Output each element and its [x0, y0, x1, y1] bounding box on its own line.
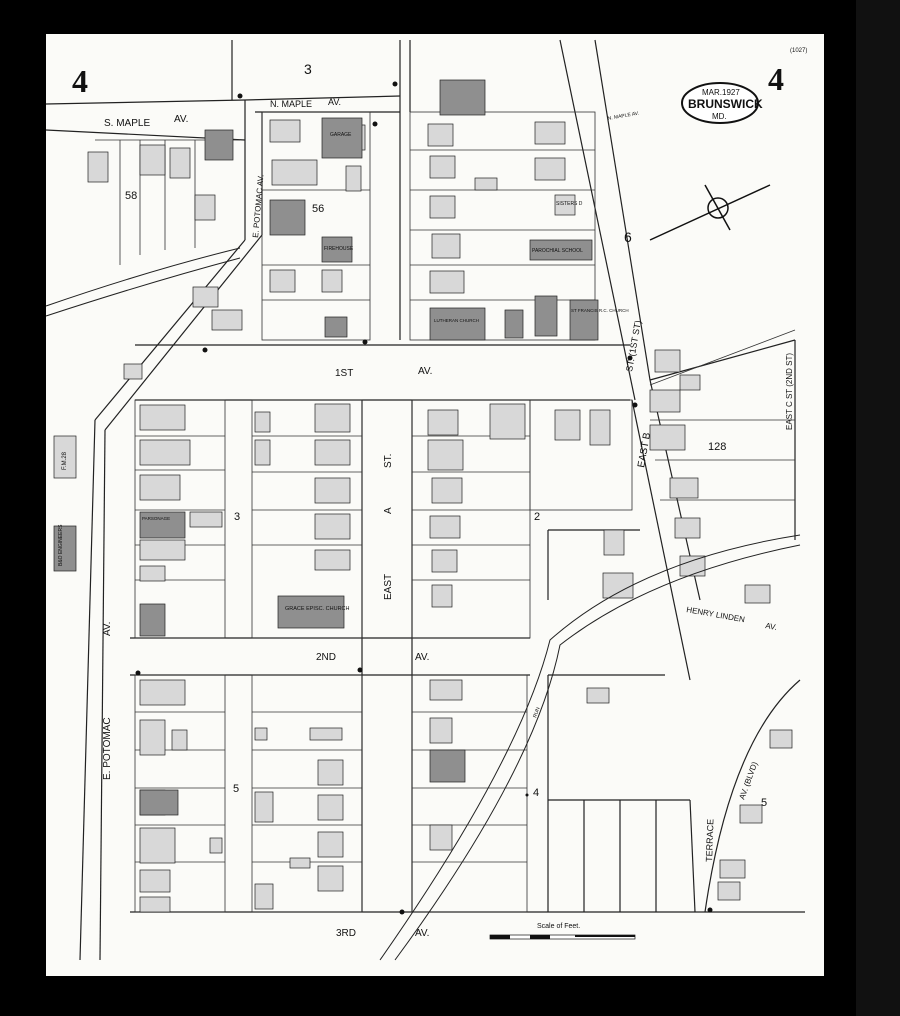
block-6: 6: [624, 229, 632, 245]
street-s-maple-suffix: AV.: [174, 114, 188, 125]
street-first-av-b: AV.: [418, 366, 432, 377]
creek: [45, 247, 801, 961]
block-3-mid: 3: [234, 511, 240, 523]
street-e-potomac-lower-suffix: AV.: [102, 622, 113, 636]
label-firehouse: FIREHOUSE: [324, 246, 354, 252]
street-second-av-b: AV.: [415, 652, 429, 663]
title-cartouche: MAR.1927 BRUNSWICK MD.: [681, 82, 763, 124]
label-parsonage: PARSONAGE: [142, 516, 170, 521]
street-east-a: EAST: [383, 574, 394, 600]
block-3-top: 3: [304, 61, 312, 77]
label-parochial: PAROCHIAL SCHOOL: [532, 248, 583, 254]
street-s-maple: S. MAPLE: [104, 118, 150, 129]
street-east-a-letter: A: [383, 507, 394, 514]
label-run: RUN: [532, 706, 541, 719]
state-name: MD.: [712, 112, 727, 121]
north-arrow-icon: [649, 184, 771, 241]
corner-mark: (1027): [790, 48, 807, 54]
block-5-left: 5: [233, 783, 239, 795]
label-grace: GRACE EPISC. CHURCH: [285, 606, 350, 612]
block-56: 56: [312, 203, 324, 215]
block-58: 58: [125, 190, 137, 202]
block-5-right: 5: [761, 797, 767, 809]
street-second-av-a: 2ND: [316, 652, 336, 663]
block-4: 4: [533, 787, 539, 799]
street-east-c: EAST C ST (2ND ST): [785, 353, 794, 430]
street-third-av-a: 3RD: [336, 928, 356, 939]
street-henry-linden-suffix: AV.: [765, 621, 778, 632]
sheet-number-left: 4: [72, 63, 88, 99]
scale-bar: Scale of Feet.: [489, 923, 636, 940]
label-lutheran: LUTHERAN CHURCH: [434, 318, 479, 323]
street-east-a-st: ST.: [383, 454, 394, 468]
block-128: 128: [708, 441, 726, 453]
street-terrace: TERRACE: [704, 819, 715, 862]
label-fm28: F.M.28: [62, 451, 68, 470]
street-n-maple-suffix: AV.: [328, 97, 341, 107]
scale-label: Scale of Feet.: [537, 923, 580, 930]
sheet-number-right: 4: [768, 61, 784, 97]
label-bo-engineering: B&O ENGINEERS: [58, 524, 64, 566]
street-n-maple-small: N. MAPLE AV.: [607, 111, 639, 122]
block-2: 2: [534, 511, 540, 523]
town-name: BRUNSWICK: [688, 97, 763, 111]
label-garage: GARAGE: [330, 132, 352, 138]
map-paper: [46, 34, 824, 976]
street-n-maple: N. MAPLE: [270, 99, 312, 109]
sheet-date: MAR.1927: [702, 88, 740, 97]
label-sisters: SISTERS D: [556, 201, 583, 207]
street-third-av-b: AV.: [415, 928, 429, 939]
label-st-francis: ST FRANCIS R.C. CHURCH: [571, 308, 629, 313]
street-e-potomac-lower: E. POTOMAC: [102, 717, 113, 780]
street-first-av-a: 1ST: [335, 368, 353, 379]
